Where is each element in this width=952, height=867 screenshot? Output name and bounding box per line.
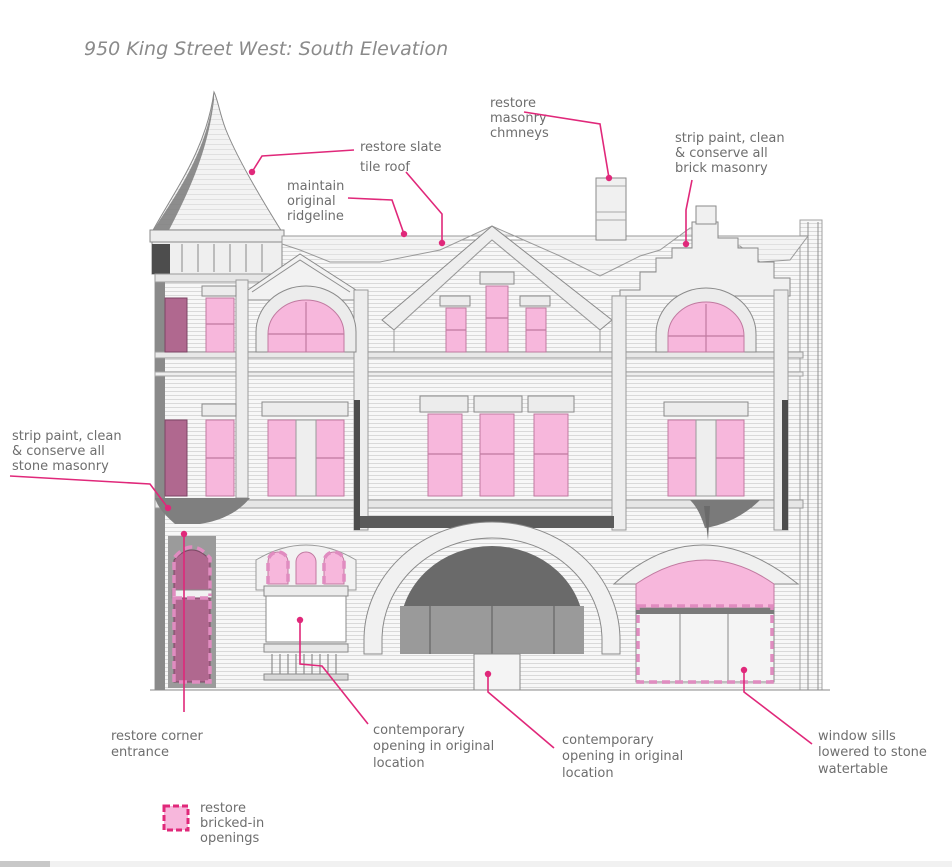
annotation-corner-entrance: restore corner entrance xyxy=(111,530,204,760)
label-ridgeline-1: maintain xyxy=(287,179,344,194)
label-slate-roof-2: tile roof xyxy=(360,160,410,175)
scrollbar-thumb[interactable] xyxy=(0,861,50,867)
label-chimneys-1: restore xyxy=(490,96,536,111)
label-opening2-3: location xyxy=(562,766,614,781)
annotation-ridgeline: maintain original ridgeline xyxy=(287,179,408,238)
annotation-stone-masonry: strip paint, clean & conserve all stone … xyxy=(9,429,172,512)
label-corner-2: entrance xyxy=(111,745,169,760)
label-chimneys-2: masonry xyxy=(490,111,547,126)
label-stone-3: stone masonry xyxy=(12,459,109,474)
legend-label-3: openings xyxy=(200,831,260,846)
label-stone-1: strip paint, clean xyxy=(12,429,122,444)
legend-label-2: bricked-in xyxy=(200,816,264,831)
left-arched-window xyxy=(255,285,357,353)
label-brick-1: strip paint, clean xyxy=(675,131,785,146)
label-brick-2: & conserve all xyxy=(675,146,768,161)
label-corner-1: restore corner xyxy=(111,729,204,744)
scrollbar[interactable] xyxy=(0,861,952,867)
label-ridgeline-2: original xyxy=(287,194,336,209)
legend-label-1: restore xyxy=(200,801,246,816)
stepped-gable xyxy=(619,221,791,297)
label-stone-2: & conserve all xyxy=(12,444,105,459)
turret-window-lower xyxy=(201,403,237,497)
left-storefront xyxy=(255,544,357,681)
page-title: 950 King Street West: South Elevation xyxy=(84,38,448,60)
central-arch xyxy=(363,521,621,691)
annotation-window-sills: window sills lowered to stone watertable xyxy=(740,666,927,777)
legend-swatch xyxy=(164,806,188,830)
right-arched-window xyxy=(655,287,757,353)
label-brick-3: brick masonry xyxy=(675,161,768,176)
label-sills-3: watertable xyxy=(818,762,888,777)
turret-window-upper xyxy=(201,285,237,353)
label-sills-2: lowered to stone xyxy=(818,745,927,760)
label-chimneys-3: chmneys xyxy=(490,126,549,141)
legend: restore bricked-in openings xyxy=(162,801,264,846)
annotation-brick-masonry: strip paint, clean & conserve all brick … xyxy=(675,131,785,248)
corner-entrance xyxy=(168,536,216,688)
label-opening1-1: contemporary xyxy=(373,723,465,738)
chimney xyxy=(595,177,627,241)
label-opening1-3: location xyxy=(373,756,425,771)
label-slate-roof-1: restore slate xyxy=(360,140,442,155)
label-sills-1: window sills xyxy=(818,729,896,744)
building-facade xyxy=(149,90,830,691)
label-opening1-2: opening in original xyxy=(373,739,494,754)
annotation-opening-2: contemporary opening in original locatio… xyxy=(484,670,683,781)
annotation-slate-roof: restore slate tile roof xyxy=(248,140,446,247)
right-storefront xyxy=(612,506,800,684)
annotation-opening-1: contemporary opening in original locatio… xyxy=(296,616,494,771)
label-opening2-1: contemporary xyxy=(562,733,654,748)
label-opening2-2: opening in original xyxy=(562,749,683,764)
label-ridgeline-3: ridgeline xyxy=(287,209,344,224)
annotation-chimneys: restore masonry chmneys xyxy=(490,96,613,182)
